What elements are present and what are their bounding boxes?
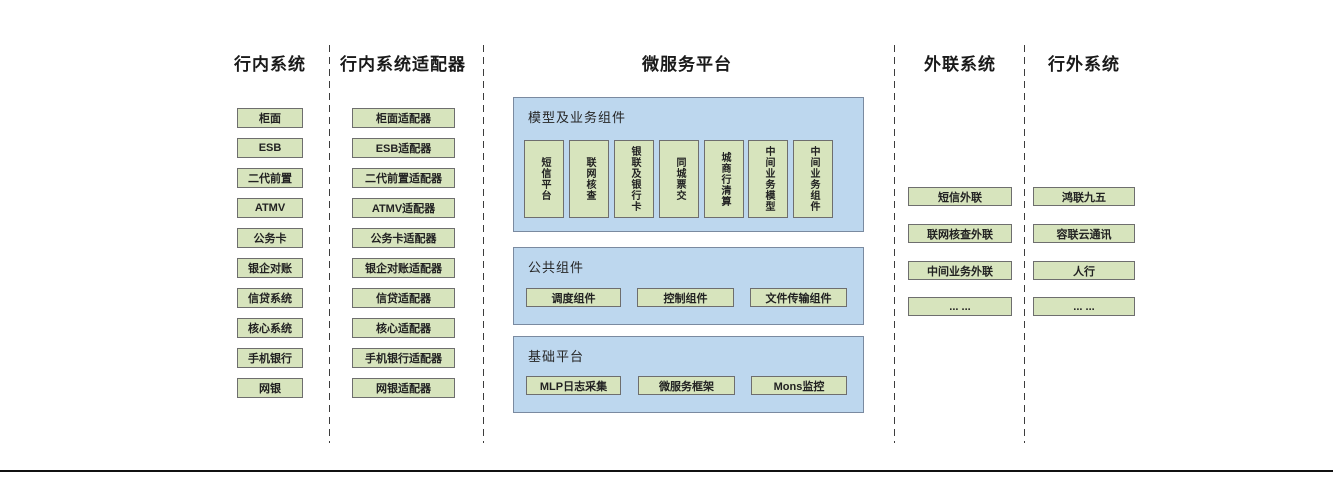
base-platform-box: MLP日志采集 — [526, 376, 621, 395]
outbound-system-box: 联网核查外联 — [908, 224, 1012, 243]
group-model-business-components: 模型及业务组件 短信平台 联网核查 银联及银行卡 同城票交 城商行清算 中间业务… — [513, 97, 864, 232]
model-component-box: 中间业务组件 — [793, 140, 833, 218]
internal-system-box: ATMV — [237, 198, 303, 218]
adapter-box: 银企对账适配器 — [352, 258, 455, 278]
group-title: 基础平台 — [528, 349, 585, 364]
internal-system-box: 银企对账 — [237, 258, 303, 278]
column-title-external-systems: 行外系统 — [1048, 55, 1120, 74]
external-system-box: 人行 — [1033, 261, 1135, 280]
column-title-outbound-systems: 外联系统 — [924, 55, 996, 74]
group-common-components: 公共组件 调度组件 控制组件 文件传输组件 — [513, 247, 864, 325]
outbound-system-box: 短信外联 — [908, 187, 1012, 206]
adapter-box: 信贷适配器 — [352, 288, 455, 308]
adapter-box: 核心适配器 — [352, 318, 455, 338]
page-bottom-rule — [0, 470, 1333, 472]
adapter-box: 二代前置适配器 — [352, 168, 455, 188]
adapter-box: ESB适配器 — [352, 138, 455, 158]
column-divider-3 — [894, 45, 895, 443]
outbound-system-box: 中间业务外联 — [908, 261, 1012, 280]
group-title: 模型及业务组件 — [528, 110, 627, 125]
model-component-box: 中间业务模型 — [748, 140, 788, 218]
internal-system-box: 网银 — [237, 378, 303, 398]
external-system-box: 鸿联九五 — [1033, 187, 1135, 206]
model-component-box: 短信平台 — [524, 140, 564, 218]
common-component-box: 控制组件 — [637, 288, 734, 307]
adapter-box: ATMV适配器 — [352, 198, 455, 218]
column-title-internal-adapters: 行内系统适配器 — [340, 55, 466, 74]
common-component-box: 文件传输组件 — [750, 288, 847, 307]
internal-system-box: ESB — [237, 138, 303, 158]
group-base-platform: 基础平台 MLP日志采集 微服务框架 Mons监控 — [513, 336, 864, 413]
column-divider-4 — [1024, 45, 1025, 443]
model-component-box: 同城票交 — [659, 140, 699, 218]
base-platform-box: Mons监控 — [751, 376, 847, 395]
group-title: 公共组件 — [528, 260, 585, 275]
model-component-box: 联网核查 — [569, 140, 609, 218]
base-platform-box: 微服务框架 — [638, 376, 735, 395]
column-divider-2 — [483, 45, 484, 443]
adapter-box: 手机银行适配器 — [352, 348, 455, 368]
model-component-box: 城商行清算 — [704, 140, 744, 218]
outbound-system-box: ... ... — [908, 297, 1012, 316]
adapter-box: 柜面适配器 — [352, 108, 455, 128]
model-component-box: 银联及银行卡 — [614, 140, 654, 218]
internal-system-box: 手机银行 — [237, 348, 303, 368]
adapter-box: 公务卡适配器 — [352, 228, 455, 248]
internal-system-box: 二代前置 — [237, 168, 303, 188]
column-title-microservice-platform: 微服务平台 — [642, 55, 732, 74]
internal-system-box: 核心系统 — [237, 318, 303, 338]
internal-system-box: 信贷系统 — [237, 288, 303, 308]
column-title-internal-systems: 行内系统 — [234, 55, 306, 74]
external-system-box: ... ... — [1033, 297, 1135, 316]
internal-system-box: 公务卡 — [237, 228, 303, 248]
internal-system-box: 柜面 — [237, 108, 303, 128]
common-component-box: 调度组件 — [526, 288, 621, 307]
column-divider-1 — [329, 45, 330, 443]
adapter-box: 网银适配器 — [352, 378, 455, 398]
external-system-box: 容联云通讯 — [1033, 224, 1135, 243]
